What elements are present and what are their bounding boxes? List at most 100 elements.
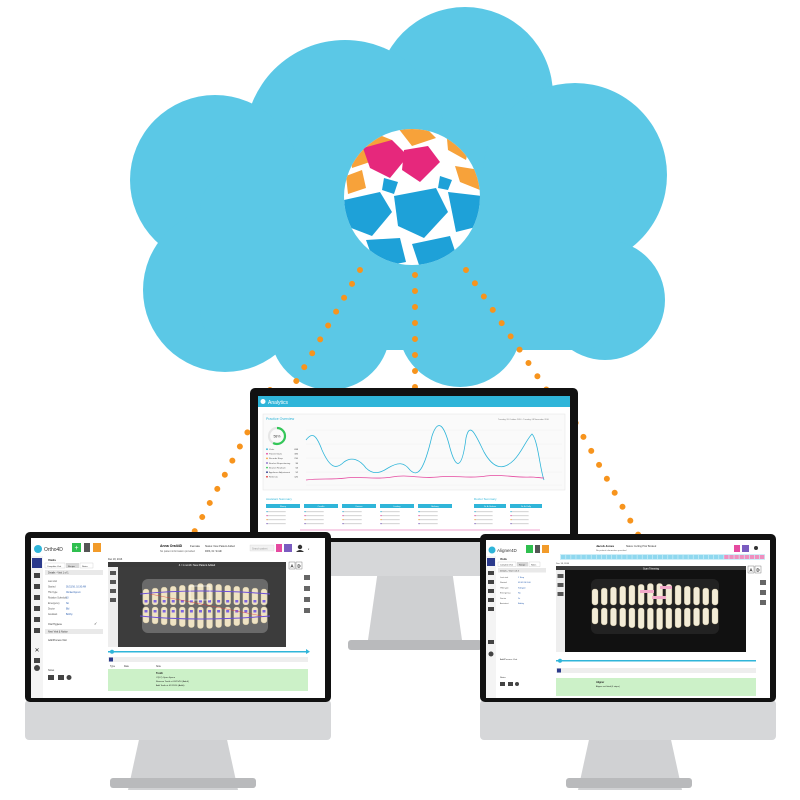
eye-icon[interactable] [110,580,116,584]
aligner-step-cell[interactable] [612,555,617,559]
aligner-step-cell[interactable] [729,555,734,559]
aligner-log-row[interactable] [556,678,756,696]
person-icon[interactable] [32,558,42,568]
aligner-step-cell[interactable] [708,555,714,559]
field-value[interactable]: 1 Step [518,576,525,579]
measure-icon[interactable] [110,598,116,602]
layers-icon[interactable] [110,589,116,593]
aligner-step-cell[interactable] [571,555,576,559]
aligner-step-cell[interactable] [642,555,647,559]
aligner-step-cell[interactable] [663,555,668,559]
tooth[interactable] [711,588,719,606]
summary-column-header[interactable] [418,504,452,508]
aligner-camera-icon[interactable] [488,580,494,584]
aligner-chart-icon[interactable] [542,545,549,553]
aligner-upload-icon[interactable] [488,640,494,644]
tooth[interactable] [674,585,682,606]
tooth[interactable] [647,607,654,630]
aligner-step-cell[interactable] [703,555,709,559]
selection-box[interactable] [189,585,211,601]
aligner-note-attach-icon[interactable] [500,682,505,686]
tooth[interactable] [619,586,626,606]
aligner-tablet-icon[interactable] [535,545,540,553]
aligner-shield-icon[interactable] [488,598,494,602]
aligner-printer-icon[interactable] [734,545,740,552]
field-value[interactable]: Clicked Ayrem [66,591,81,594]
aligner-step-cell[interactable] [627,555,632,559]
ortho-section-bar[interactable] [45,570,103,575]
aligner-step-cell[interactable] [693,555,698,559]
tooth[interactable] [224,606,231,627]
close-icon[interactable]: ✕ [34,648,39,654]
next-visit-bar[interactable] [45,629,103,634]
grid-icon[interactable] [284,544,292,552]
add-visit-button[interactable]: Add/Process Visit [48,639,67,642]
aligner-step-cell[interactable] [683,555,688,559]
aligner-log-filter-icon[interactable] [557,668,561,673]
aligner-step-cell[interactable] [632,555,637,559]
field-value[interactable]: 01/15/16, 10:30 AM [66,586,86,589]
chart-icon[interactable] [93,543,101,552]
tooth[interactable] [702,607,709,626]
aligner-step-cell[interactable] [739,555,744,559]
summary-column-header[interactable] [342,504,376,508]
tooth[interactable] [170,606,177,626]
ortho-tab-complete[interactable] [44,562,66,569]
tooth[interactable] [628,585,636,606]
aligner-mail-icon[interactable] [488,571,494,575]
aligner-section-bar[interactable] [498,568,546,573]
aligner-view-a-button[interactable] [747,565,755,574]
field-value[interactable]: 10 [66,598,69,600]
log-row[interactable] [108,669,308,691]
aligner-zoom-out-icon[interactable] [760,590,766,595]
aligner-step-cell[interactable] [566,555,571,559]
aligner-step-cell[interactable] [744,555,749,559]
add-patient-button[interactable] [72,543,81,552]
aligner-tab-notes[interactable] [528,561,541,567]
aligner-step-cell[interactable] [673,555,678,559]
aligner-radiation-icon[interactable] [515,682,519,686]
aligner-step-cell[interactable] [754,555,760,559]
aligner-step-cell[interactable] [698,555,704,559]
shield-icon[interactable] [34,606,40,611]
aligner-timeline-handle[interactable] [558,658,562,663]
summary-column-header[interactable] [380,504,414,508]
aligner-step-cell[interactable] [617,555,622,559]
aligner-settings-icon[interactable] [488,651,494,657]
aligner-view-d-button[interactable] [754,565,762,574]
aligner-tab-complete[interactable] [497,561,517,567]
aligner-step-cell[interactable] [606,555,612,559]
calendar-icon[interactable] [34,595,40,600]
tooth[interactable] [591,588,599,606]
tooth[interactable] [638,607,645,629]
aligner-rotate-icon[interactable] [557,574,564,578]
tooth[interactable] [693,587,700,606]
camera-icon[interactable] [34,584,40,589]
tooth[interactable] [684,607,691,627]
ortho-timeline-slider[interactable] [108,651,308,653]
aligner-step-cell[interactable] [657,555,663,559]
aligner-user-icon[interactable] [754,546,758,550]
aligner-grid-icon[interactable] [742,545,749,552]
aligner-step-cell[interactable] [668,555,673,559]
aligner-step-cell[interactable] [576,555,581,559]
tooth[interactable] [260,606,268,624]
view-a-button[interactable] [288,561,296,570]
field-value[interactable]: Subtype [518,586,526,589]
aligner-note-image-icon[interactable] [508,682,513,686]
ortho-tab-notes[interactable] [79,562,94,569]
aligner-step-cell[interactable] [688,555,693,559]
user-menu[interactable]: ▾ [308,548,310,551]
tooth[interactable] [693,607,700,626]
tooth[interactable] [142,606,150,624]
upload-icon[interactable] [34,658,40,663]
date-range-dropdown[interactable]: Tuesday, 26 October 2016 - Tuesday, 08 N… [498,418,550,421]
note-attach-icon[interactable] [48,675,54,680]
rotate-icon[interactable] [110,571,116,575]
tooth[interactable] [142,588,150,606]
aligner-step-cell[interactable] [581,555,586,559]
view-d-button[interactable] [295,561,303,570]
tooth[interactable] [233,606,240,626]
ortho-tab-recipe[interactable] [66,563,79,568]
aligner-pan-icon[interactable] [760,600,766,605]
